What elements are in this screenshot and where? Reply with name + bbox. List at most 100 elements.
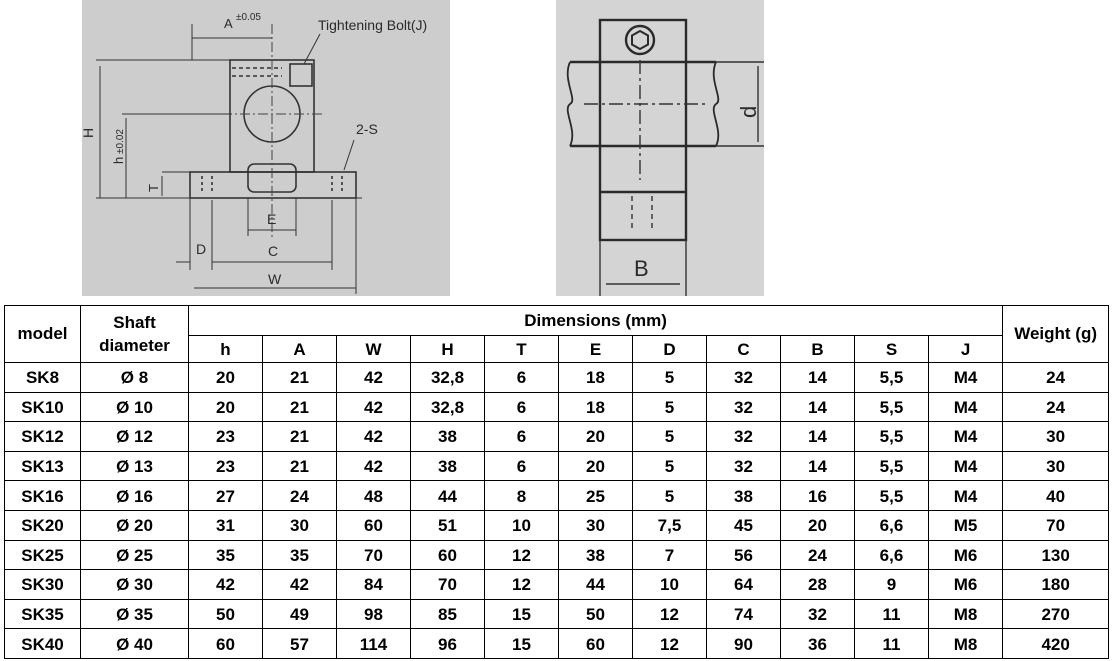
cell-dim-w: 42 <box>336 391 411 423</box>
cell-dim-a: 24 <box>262 480 337 511</box>
cell-weight: 30 <box>1002 421 1110 452</box>
cell-dim-e: 50 <box>558 598 633 630</box>
cell-dim-t: 6 <box>484 421 559 452</box>
cell-dim-e: 30 <box>558 509 633 541</box>
cell-dim-t: 8 <box>484 480 559 511</box>
cell-dim-c: 38 <box>706 480 781 511</box>
cell-dim-h: 32,8 <box>410 362 485 393</box>
cell-model: SK10 <box>4 391 81 423</box>
cell-dim-e: 60 <box>558 628 633 659</box>
label-w: W <box>268 271 282 287</box>
cell-shaft-diameter: Ø 16 <box>80 480 189 511</box>
cell-dim-c: 32 <box>706 362 781 393</box>
cell-dim-h: 20 <box>188 362 263 393</box>
cell-model: SK8 <box>4 362 81 393</box>
label-a-tolerance: ±0.05 <box>236 12 261 23</box>
cell-dim-d: 12 <box>632 628 707 659</box>
front-view-drawing: A ±0.05 Tightening Bolt(J) H h ±0.02 T 2… <box>82 0 450 296</box>
cell-dim-e: 25 <box>558 480 633 511</box>
cell-dim-s: 5,5 <box>854 391 929 423</box>
cell-dim-t: 6 <box>484 450 559 482</box>
cell-shaft-diameter: Ø 20 <box>80 509 189 541</box>
cell-dim-s: 6,6 <box>854 509 929 541</box>
cell-dim-d: 5 <box>632 421 707 452</box>
cell-dim-t: 15 <box>484 598 559 630</box>
header-dim-e: E <box>558 335 633 363</box>
cell-dim-h: 38 <box>410 421 485 452</box>
cell-dim-j: M8 <box>927 628 1004 659</box>
cell-model: SK16 <box>4 480 81 511</box>
cell-weight: 24 <box>1002 362 1110 393</box>
cell-dim-b: 14 <box>780 391 855 423</box>
label-h-small: h <box>111 157 126 164</box>
cell-dim-b: 14 <box>780 362 855 393</box>
cell-weight: 180 <box>1002 569 1110 600</box>
cell-dim-s: 9 <box>854 569 929 600</box>
cell-dim-d: 5 <box>632 480 707 511</box>
cell-dim-w: 84 <box>336 569 411 600</box>
header-dim-s: S <box>854 335 929 363</box>
cell-shaft-diameter: Ø 35 <box>80 598 189 630</box>
cell-dim-e: 20 <box>558 421 633 452</box>
tightening-bolt <box>289 63 313 87</box>
cell-dim-c: 32 <box>706 391 781 423</box>
cell-dim-a: 49 <box>262 598 337 630</box>
header-weight: Weight (g) <box>1002 305 1110 363</box>
cell-weight: 270 <box>1002 598 1110 630</box>
label-2s: 2-S <box>356 121 378 137</box>
cell-dim-a: 21 <box>262 391 337 423</box>
cell-dim-h: 38 <box>410 450 485 482</box>
header-dim-c: C <box>706 335 781 363</box>
cell-model: SK13 <box>4 450 81 482</box>
cell-model: SK35 <box>4 598 81 630</box>
cell-dim-j: M5 <box>927 509 1004 541</box>
cell-dim-h: 96 <box>410 628 485 659</box>
cell-shaft-diameter: Ø 10 <box>80 391 189 423</box>
cell-dim-w: 42 <box>336 421 411 452</box>
cell-dim-b: 16 <box>780 480 855 511</box>
cell-weight: 420 <box>1002 628 1110 659</box>
front-view-svg: A ±0.05 Tightening Bolt(J) H h ±0.02 T 2… <box>82 12 427 294</box>
cell-weight: 24 <box>1002 391 1110 423</box>
cell-model: SK12 <box>4 421 81 452</box>
cell-dim-t: 6 <box>484 362 559 393</box>
cell-dim-e: 20 <box>558 450 633 482</box>
cell-dim-j: M4 <box>927 450 1004 482</box>
label-tightening-bolt: Tightening Bolt(J) <box>318 17 427 33</box>
cell-dim-h: 35 <box>188 539 263 571</box>
cell-dim-h: 23 <box>188 421 263 452</box>
support-base <box>189 171 357 199</box>
cell-dim-w: 42 <box>336 362 411 393</box>
cell-shaft-diameter: Ø 30 <box>80 569 189 600</box>
cell-dim-e: 38 <box>558 539 633 571</box>
header-dim-a: A <box>262 335 337 363</box>
cell-weight: 130 <box>1002 539 1110 571</box>
cell-dim-a: 57 <box>262 628 337 659</box>
header-model: model <box>4 305 81 363</box>
cell-dim-h: 85 <box>410 598 485 630</box>
shaft-outline <box>570 60 716 148</box>
label-t: T <box>146 184 161 192</box>
cell-dim-h: 44 <box>410 480 485 511</box>
cell-dim-w: 98 <box>336 598 411 630</box>
cell-dim-d: 5 <box>632 450 707 482</box>
cell-dim-c: 45 <box>706 509 781 541</box>
support-body <box>598 18 688 242</box>
cell-dim-d: 12 <box>632 598 707 630</box>
cell-dim-s: 5,5 <box>854 362 929 393</box>
side-view-drawing: d B <box>556 0 764 296</box>
cell-shaft-diameter: Ø 12 <box>80 421 189 452</box>
cell-dim-t: 15 <box>484 628 559 659</box>
cell-dim-h: 27 <box>188 480 263 511</box>
cell-dim-c: 74 <box>706 598 781 630</box>
cell-dim-j: M8 <box>927 598 1004 630</box>
cell-dim-b: 14 <box>780 450 855 482</box>
cell-dim-s: 11 <box>854 628 929 659</box>
cell-dim-s: 5,5 <box>854 421 929 452</box>
